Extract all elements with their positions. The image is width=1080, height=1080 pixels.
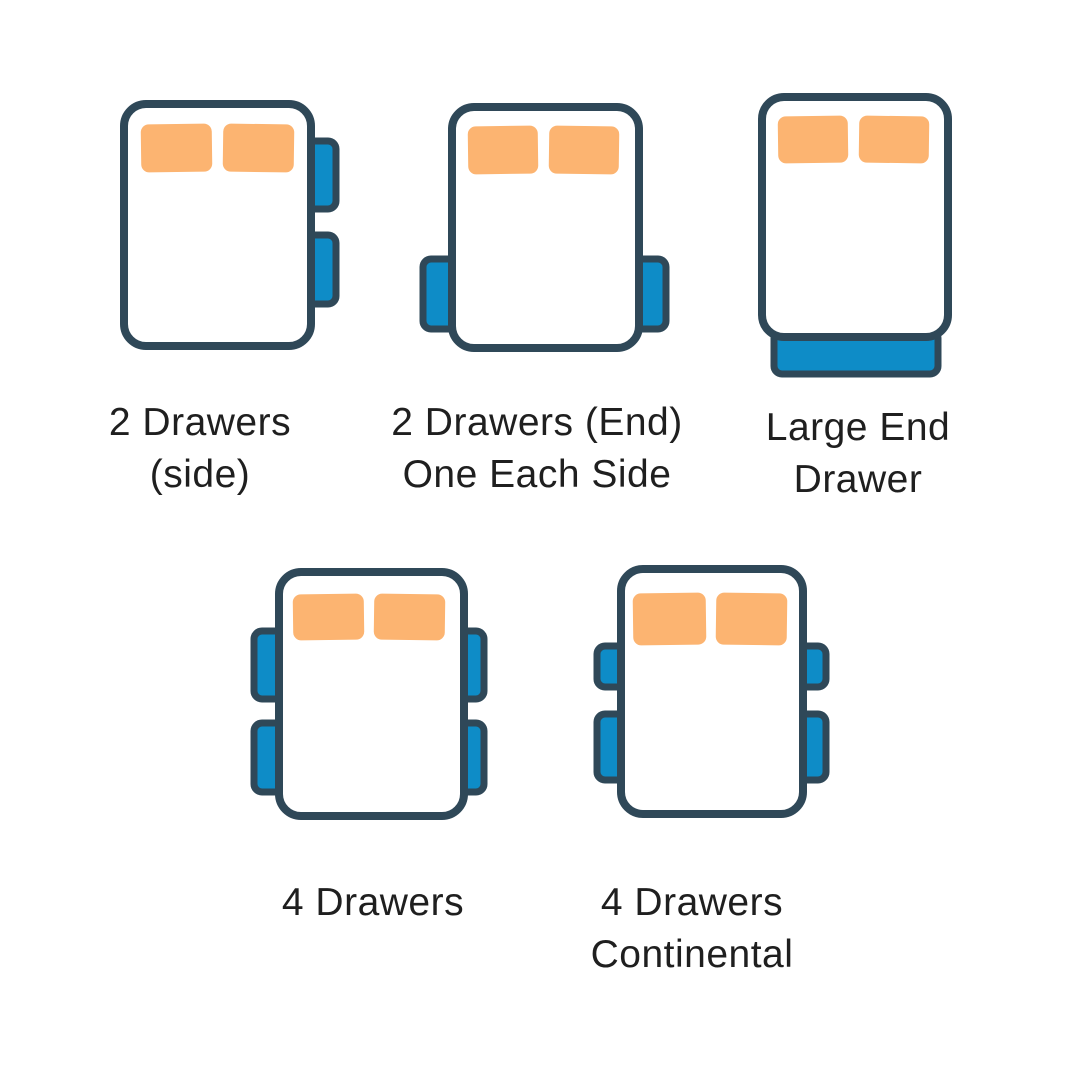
- figure-caption-line: 2 Drawers (End): [391, 401, 683, 444]
- figure-caption-line: One Each Side: [402, 453, 672, 496]
- bed-top-view-one-drawer-each-side-icon: [419, 103, 670, 352]
- bed-top-view-large-end-drawer-icon: [758, 93, 952, 378]
- pillow-left: [632, 592, 707, 646]
- bed-top-view-two-drawers-right-side-icon: [120, 100, 340, 350]
- caption-four-drawers: 4 Drawers: [233, 877, 513, 929]
- pillow-left: [292, 593, 365, 641]
- figure-caption-line: Continental: [590, 933, 794, 976]
- figure-caption-line: Large End: [765, 406, 951, 449]
- caption-four-drawers-continental: 4 Drawers Continental: [542, 877, 842, 981]
- pillow-left: [777, 115, 849, 164]
- pillow-right: [548, 125, 620, 175]
- figure-caption-line: 4 Drawers: [600, 881, 784, 924]
- figure-caption-line: (side): [149, 453, 251, 496]
- caption-two-drawers-end: 2 Drawers (End) One Each Side: [367, 397, 707, 501]
- figure-caption-line: 2 Drawers: [108, 401, 292, 444]
- pillow-right: [373, 593, 446, 641]
- pillow-left: [140, 123, 213, 173]
- pillow-right: [715, 592, 788, 646]
- caption-large-end-drawer: Large End Drawer: [718, 402, 998, 506]
- figure-caption-line: Drawer: [793, 458, 923, 501]
- figure-caption-line: 4 Drawers: [281, 881, 465, 924]
- pillow-right: [222, 123, 295, 173]
- pillow-right: [858, 115, 930, 164]
- caption-two-drawers-side: 2 Drawers (side): [60, 397, 340, 501]
- bed-top-view-continental-drawers-icon: [593, 565, 830, 818]
- pillow-left: [467, 125, 539, 175]
- bed-top-view-two-drawers-each-side-icon: [250, 568, 488, 820]
